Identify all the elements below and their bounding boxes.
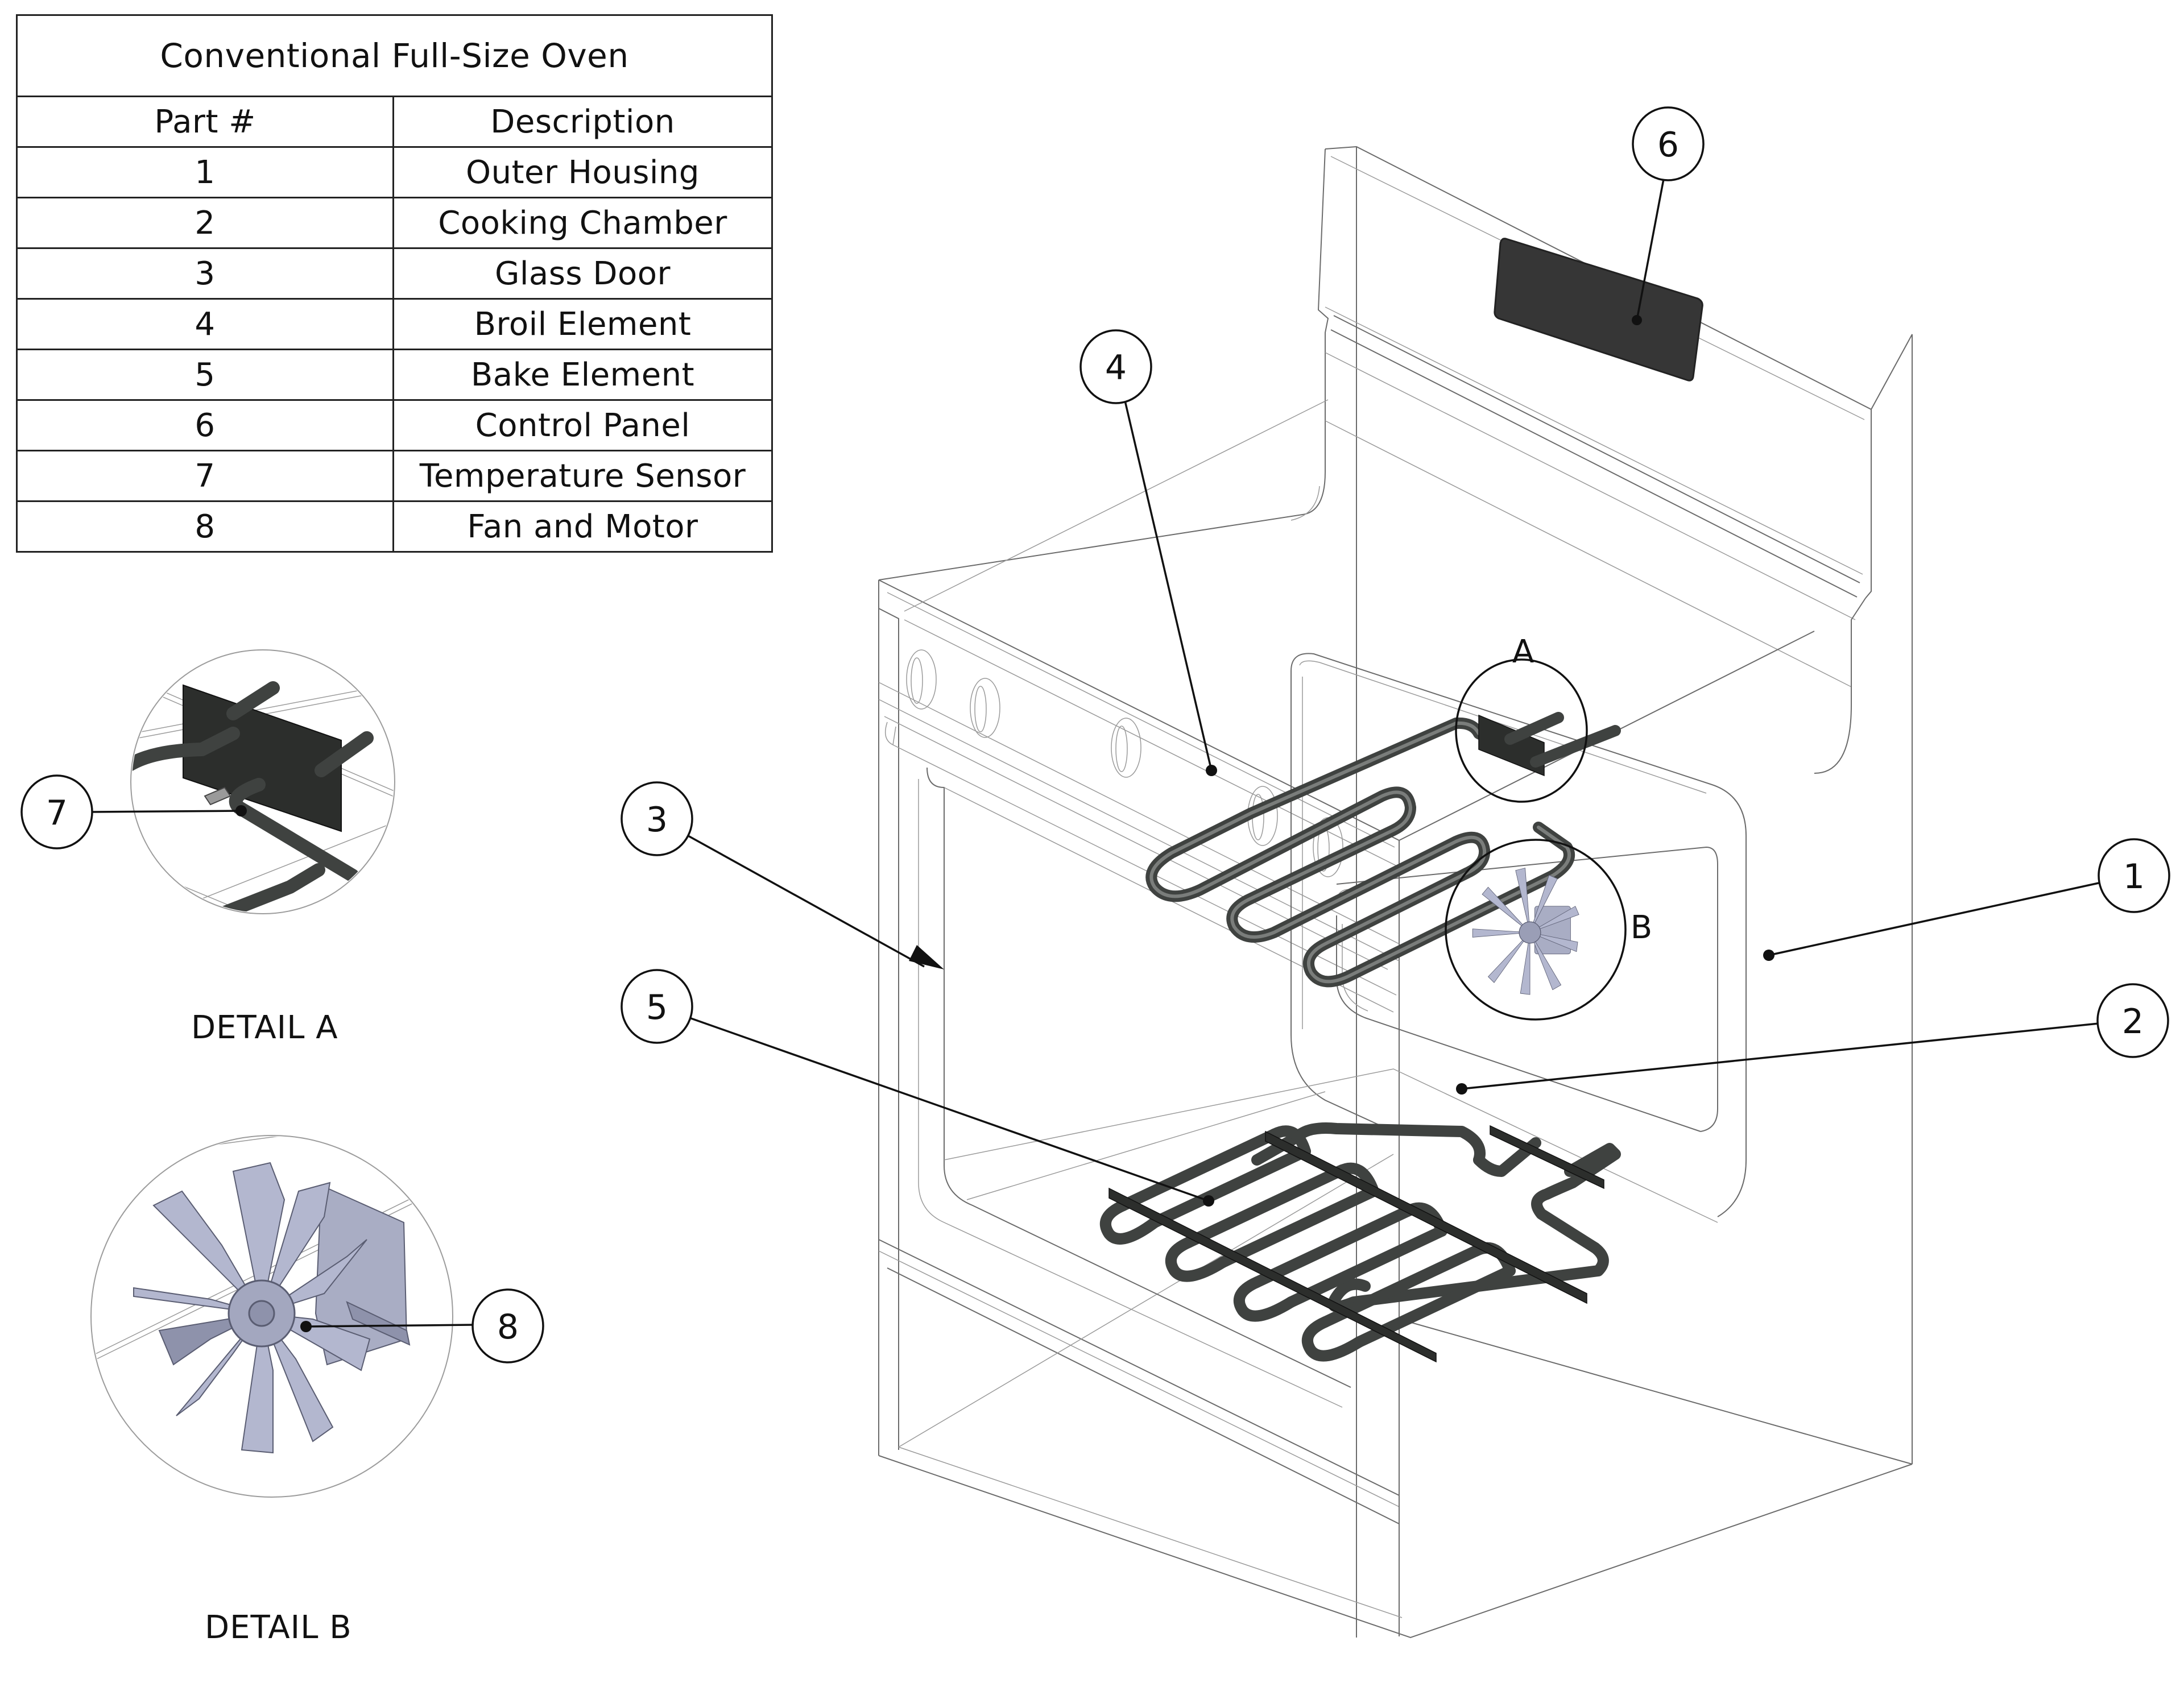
balloon-5-label: 5 xyxy=(646,988,668,1027)
table-row: 7 Temperature Sensor xyxy=(16,450,774,502)
part-description: Outer Housing xyxy=(392,146,774,198)
part-description: Glass Door xyxy=(392,247,774,300)
detail-b-callout-circle[interactable] xyxy=(1445,839,1627,1021)
table-row: 5 Bake Element xyxy=(16,349,774,401)
detail-b-view xyxy=(90,1135,453,1498)
balloon-1[interactable]: 1 xyxy=(2098,838,2170,913)
part-description: Control Panel xyxy=(392,399,774,451)
header-description: Description xyxy=(392,96,774,148)
bake-element xyxy=(1099,1122,1621,1363)
balloon-4[interactable]: 4 xyxy=(1079,329,1152,404)
broil-element xyxy=(1145,712,1621,988)
part-number: 7 xyxy=(16,450,394,502)
control-knobs xyxy=(906,649,1343,877)
table-row: 6 Control Panel xyxy=(16,399,774,451)
detail-b-label: DETAIL B xyxy=(205,1609,352,1646)
part-number: 6 xyxy=(16,399,394,451)
balloon-4-label: 4 xyxy=(1105,348,1127,388)
part-number: 1 xyxy=(16,146,394,198)
part-number: 8 xyxy=(16,500,394,553)
detail-a-label: DETAIL A xyxy=(191,1009,338,1046)
fan-blades-thumb xyxy=(1472,868,1579,995)
detail-a-callout-circle[interactable] xyxy=(1455,658,1588,803)
balloon-8[interactable]: 8 xyxy=(471,1288,544,1363)
header-part-number: Part # xyxy=(16,96,394,148)
table-title: Conventional Full-Size Oven xyxy=(15,14,774,97)
parts-list-table: Conventional Full-Size Oven Part # Descr… xyxy=(15,14,774,553)
balloon-6[interactable]: 6 xyxy=(1632,106,1705,181)
fan-blades xyxy=(133,1162,371,1454)
detail-b-marker: B xyxy=(1631,909,1652,946)
balloon-7[interactable]: 7 xyxy=(20,774,93,849)
fan-thumbnail xyxy=(1472,868,1579,995)
leader-lines xyxy=(90,179,2099,1332)
control-panel-display xyxy=(1494,238,1703,382)
part-number: 2 xyxy=(16,197,394,249)
table-row: 3 Glass Door xyxy=(16,247,774,300)
balloon-3[interactable]: 3 xyxy=(621,781,693,856)
balloon-2[interactable]: 2 xyxy=(2096,983,2169,1058)
part-description: Fan and Motor xyxy=(392,500,774,553)
balloon-2-label: 2 xyxy=(2122,1002,2144,1042)
part-number: 5 xyxy=(16,349,394,401)
balloon-3-label: 3 xyxy=(646,800,668,840)
part-description: Cooking Chamber xyxy=(392,197,774,249)
part-description: Bake Element xyxy=(392,349,774,401)
table-row: 1 Outer Housing xyxy=(16,146,774,198)
balloon-8-label: 8 xyxy=(497,1307,519,1347)
outer-housing xyxy=(878,146,1913,1639)
table-row: 2 Cooking Chamber xyxy=(16,197,774,249)
part-description: Broil Element xyxy=(392,298,774,350)
balloon-7-label: 7 xyxy=(46,793,68,833)
table-header-row: Part # Description xyxy=(16,96,774,148)
table-row: 8 Fan and Motor xyxy=(16,500,774,553)
balloon-5[interactable]: 5 xyxy=(621,969,693,1044)
part-number: 3 xyxy=(16,247,394,300)
table-row: 4 Broil Element xyxy=(16,298,774,350)
balloon-1-label: 1 xyxy=(2123,857,2145,897)
detail-a-view xyxy=(130,649,395,914)
part-number: 4 xyxy=(16,298,394,350)
detail-a-marker: A xyxy=(1512,633,1534,670)
part-description: Temperature Sensor xyxy=(392,450,774,502)
balloon-6-label: 6 xyxy=(1657,125,1679,165)
